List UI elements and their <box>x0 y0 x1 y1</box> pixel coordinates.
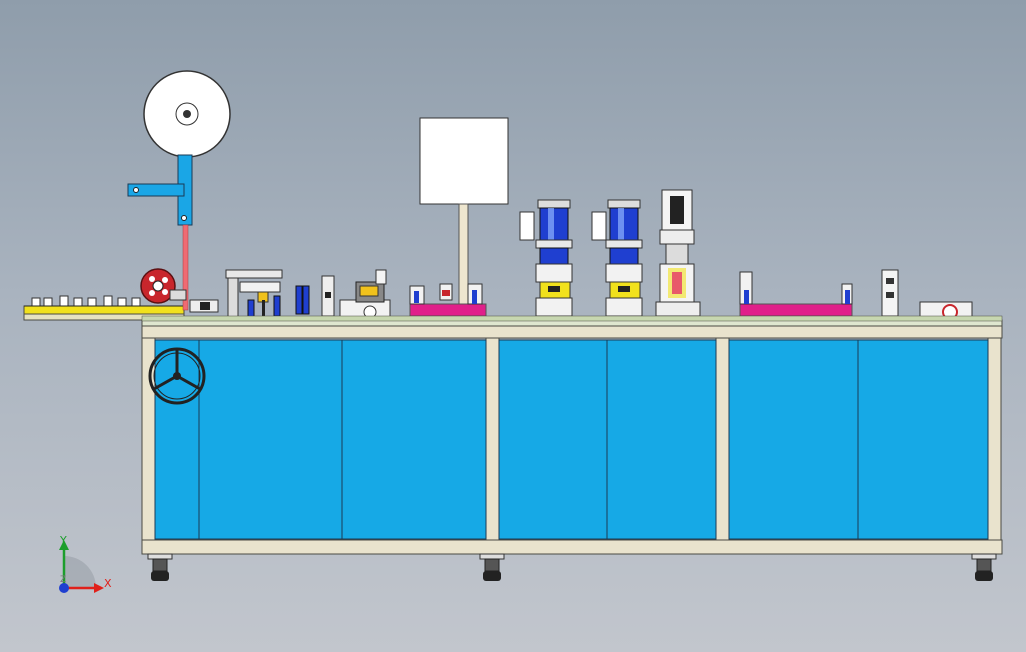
infeed-conveyor <box>23 295 185 321</box>
handwheel-icon <box>148 347 206 405</box>
post-right <box>987 337 1002 541</box>
cabinet-panels <box>154 339 989 540</box>
station-label-feed <box>409 117 509 317</box>
tape-reel-unit <box>127 70 231 313</box>
z-axis-dot <box>59 583 69 593</box>
station-clamp <box>339 269 391 319</box>
station-press-2 <box>591 199 643 317</box>
y-axis-label: Y <box>59 534 67 547</box>
post-mid-2 <box>715 337 730 541</box>
work-deck <box>141 315 1003 322</box>
top-beam <box>141 325 1003 339</box>
axis-triad: Y X Z <box>59 534 112 593</box>
station-outfeed-rail <box>739 269 973 320</box>
caster-wheels <box>147 553 997 581</box>
station-forming <box>225 269 335 319</box>
caster-mid <box>479 553 505 581</box>
station-servo-press <box>655 189 701 317</box>
bottom-beam <box>141 539 1003 555</box>
x-axis-label: X <box>104 577 112 590</box>
panel-1 <box>154 339 487 540</box>
station-press-1 <box>519 199 573 317</box>
caster-right <box>971 553 997 581</box>
machine-cabinet <box>141 319 1003 581</box>
post-left <box>141 337 156 541</box>
post-mid-1 <box>485 337 500 541</box>
feed-wheel-icon <box>140 268 176 304</box>
label-board <box>419 117 509 205</box>
caster-left <box>147 553 173 581</box>
z-axis-label: Z <box>60 575 66 585</box>
